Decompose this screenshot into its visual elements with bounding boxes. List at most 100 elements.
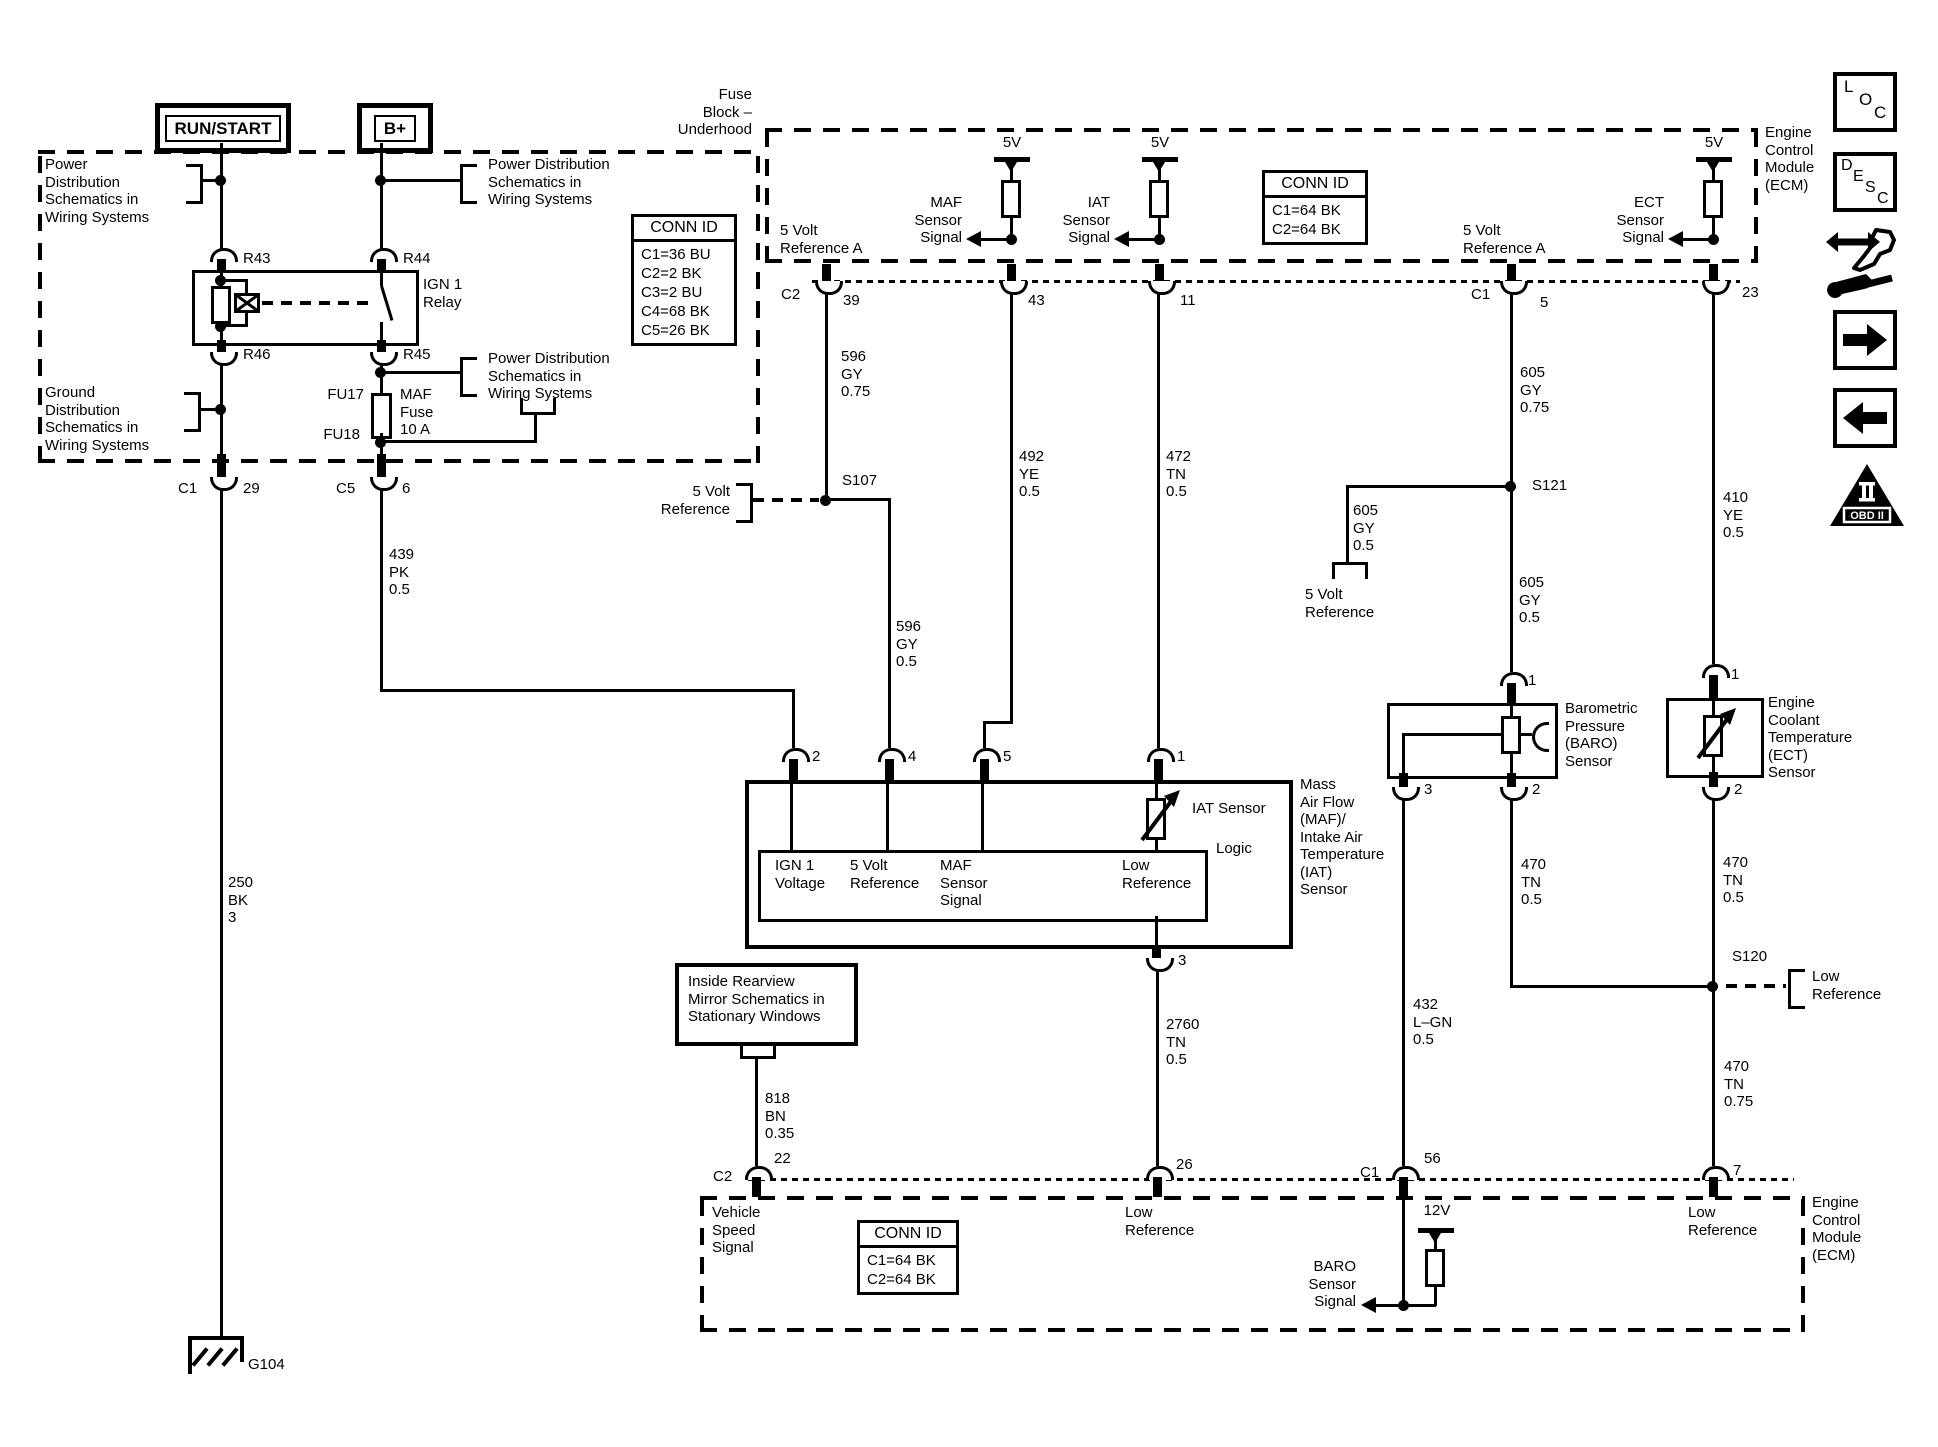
baro-pin-1-label: 1 bbox=[1528, 672, 1537, 689]
pin-7-label: 7 bbox=[1733, 1162, 1742, 1179]
fuse-out-link bbox=[383, 440, 537, 443]
baro-inner-wire bbox=[1510, 706, 1513, 718]
v5-iat-bar bbox=[1142, 157, 1178, 162]
relay-pin-r43 bbox=[210, 248, 238, 262]
wire-410-v bbox=[1712, 292, 1715, 664]
baro-port-link bbox=[1521, 733, 1532, 736]
maf-pin-3-label: 3 bbox=[1178, 952, 1187, 969]
loc-letter-c: C bbox=[1874, 103, 1887, 122]
baro-signal-label: BARO Sensor Signal bbox=[1308, 1258, 1356, 1310]
five-volt-ref-left-bracket bbox=[736, 483, 753, 523]
power-dist-right-mid-bracket bbox=[460, 357, 477, 397]
pin-5-connector bbox=[1500, 281, 1528, 295]
wire-bplus bbox=[380, 143, 383, 250]
relay-pin-r44-stub bbox=[377, 259, 386, 272]
junction-dot bbox=[375, 437, 386, 448]
c5-6-connector bbox=[370, 477, 398, 491]
wire-250-bk bbox=[220, 488, 223, 1338]
iat-thermistor-arrow bbox=[1140, 790, 1180, 842]
wire-439-v2 bbox=[792, 689, 795, 748]
five-volt-ref-right-text: 5 Volt Reference bbox=[1305, 586, 1375, 621]
ect-pin-2 bbox=[1702, 787, 1730, 801]
wire-label-818-bn: 818 BN 0.35 bbox=[765, 1090, 795, 1142]
wire-818-v bbox=[755, 1058, 758, 1166]
baro-sensor-box bbox=[1387, 703, 1558, 779]
wire-439-v bbox=[380, 488, 383, 692]
wire-label-470-tn-075: 470 TN 0.75 bbox=[1724, 1058, 1754, 1110]
wire-label-605-gy-075: 605 GY 0.75 bbox=[1520, 364, 1550, 416]
wire-492-v bbox=[1010, 292, 1013, 724]
loc-letter-o: O bbox=[1859, 90, 1873, 109]
maf-pin-3 bbox=[1146, 958, 1174, 972]
wire-label-470-tn-baro: 470 TN 0.5 bbox=[1521, 856, 1547, 908]
r46-label: R46 bbox=[243, 346, 271, 363]
r43-label: R43 bbox=[243, 250, 271, 267]
wire-label-470-tn-ect: 470 TN 0.5 bbox=[1723, 854, 1749, 906]
relay-loop-top bbox=[222, 279, 248, 282]
maf-pin-4-stub bbox=[885, 759, 894, 780]
maf-pullup-resistor bbox=[1001, 180, 1021, 218]
ect-signal-line bbox=[1683, 238, 1713, 241]
fu18-label: FU18 bbox=[323, 426, 360, 443]
maf-signal-label: MAF Sensor Signal bbox=[914, 194, 962, 246]
baro-pin-1 bbox=[1500, 672, 1528, 686]
wire-605-branch-h bbox=[1347, 485, 1511, 488]
wire-596-b bbox=[888, 498, 891, 748]
wrench-tool-icon[interactable] bbox=[1826, 226, 1900, 298]
maf-pin-5 bbox=[973, 748, 1001, 762]
c1-top-label: C1 bbox=[1471, 286, 1491, 303]
maf-low-ref-out bbox=[1155, 916, 1158, 945]
conn-id-rows: C1=36 BU C2=2 BK C3=2 BU C4=68 BK C5=26 … bbox=[641, 246, 711, 339]
ref-a-left-label: 5 Volt Reference A bbox=[780, 222, 863, 257]
obd2-text: OBD II bbox=[1850, 510, 1884, 522]
wire-label-439-pk: 439 PK 0.5 bbox=[389, 546, 415, 598]
ecm-top-connector-row bbox=[812, 280, 1740, 283]
maf-pin-5-label: 5 bbox=[1003, 748, 1012, 765]
power-dist-left-link bbox=[200, 179, 221, 182]
obd2-icon[interactable]: OBD II bbox=[1828, 462, 1906, 530]
desc-letter-e: E bbox=[1853, 168, 1864, 185]
pin-23-connector bbox=[1702, 281, 1730, 295]
loc-button[interactable]: L O C bbox=[1833, 72, 1897, 132]
maf-inner-wire bbox=[981, 784, 984, 850]
back-arrow-button[interactable] bbox=[1833, 388, 1897, 448]
ecm-bottom-connector-row bbox=[748, 1178, 1794, 1181]
v5-ect-bar bbox=[1696, 157, 1732, 162]
mirror-schematics-box: Inside Rearview Mirror Schematics in Sta… bbox=[675, 963, 858, 1046]
s107-label: S107 bbox=[842, 472, 878, 489]
ground-bar bbox=[188, 1336, 244, 1340]
wire-470-h bbox=[1510, 985, 1714, 988]
maf-pin-2-stub bbox=[789, 759, 798, 780]
ect-inner-wire2 bbox=[1712, 755, 1715, 772]
ecm-bottom-conn-id: CONN ID C1=64 BK C2=64 BK bbox=[857, 1220, 959, 1295]
s120-low-ref-dashed bbox=[1726, 984, 1786, 988]
forward-arrow-button[interactable] bbox=[1833, 310, 1897, 370]
pin-6-label: 6 bbox=[402, 480, 411, 497]
pin-56-stub bbox=[1399, 1177, 1408, 1197]
logic-5v-reference: 5 Volt Reference bbox=[850, 857, 920, 892]
ect-pin-1 bbox=[1702, 664, 1730, 678]
desc-button[interactable]: D E S C bbox=[1833, 152, 1897, 212]
iat-sensor-label: IAT Sensor bbox=[1192, 800, 1266, 817]
pin-43-connector bbox=[1000, 281, 1028, 295]
wire-432-v bbox=[1402, 798, 1405, 1166]
desc-letter-d: D bbox=[1841, 157, 1853, 174]
ground-left-leg bbox=[188, 1336, 192, 1374]
s121-label: S121 bbox=[1532, 477, 1568, 494]
ground-dist-link bbox=[200, 408, 221, 411]
splice-s120 bbox=[1707, 981, 1718, 992]
baro-pullup-resistor bbox=[1425, 1249, 1445, 1287]
ect-signal-arrowhead bbox=[1668, 231, 1683, 247]
s107-ref-dashed bbox=[753, 498, 819, 502]
wire-label-410-ye: 410 YE 0.5 bbox=[1723, 489, 1749, 541]
ect-thermistor-arrow bbox=[1696, 708, 1736, 760]
maf-pin-1-label: 1 bbox=[1177, 748, 1186, 765]
c5-6-stub bbox=[377, 454, 386, 477]
pin-7-stub bbox=[1709, 1177, 1718, 1197]
pin-56-label: 56 bbox=[1424, 1150, 1441, 1167]
conn-id-rows: C1=64 BK C2=64 BK bbox=[1272, 202, 1341, 238]
pin-5-stub bbox=[1507, 264, 1516, 281]
maf-inner-wire bbox=[886, 784, 889, 850]
pin-11-connector bbox=[1148, 281, 1176, 295]
v5-iat-label: 5V bbox=[1150, 134, 1170, 151]
